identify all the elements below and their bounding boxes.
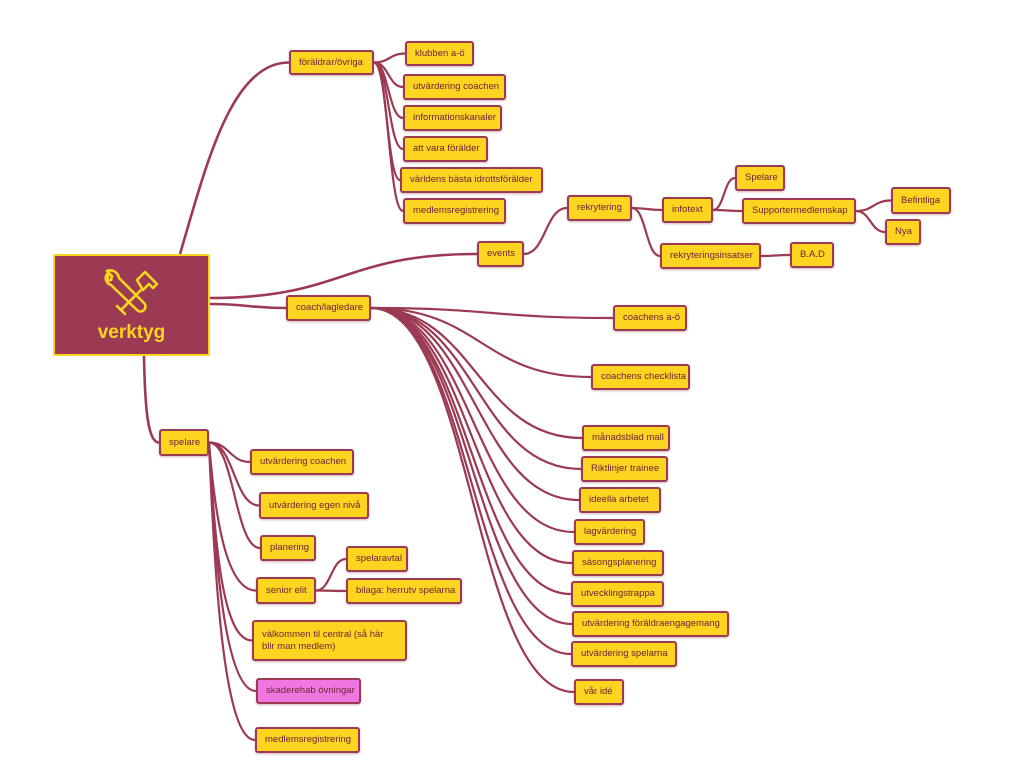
node-utvecklingstrappa[interactable]: utvecklingstrappa — [571, 581, 664, 607]
node-infotext[interactable]: infotext — [662, 197, 713, 223]
edge-foraldrar-klubben — [372, 52, 407, 64]
node-planering[interactable]: planering — [260, 535, 316, 561]
node-att-vara-foralder[interactable]: att vara förälder — [403, 136, 488, 162]
node-medlemsregistrering-foraldrar[interactable]: medlemsregistrering — [403, 198, 506, 224]
node-spelaravtal[interactable]: spelaravtal — [346, 546, 408, 572]
edge-root-events — [208, 252, 479, 300]
tools-icon — [104, 269, 158, 316]
node-utvardering-coachen-spelare[interactable]: utvärdering coachen — [250, 449, 354, 475]
node-coachens-a-o[interactable]: coachens a-ö — [613, 305, 687, 331]
edge-foraldrar-medlemsreg_f — [372, 61, 405, 213]
edge-coach-lagvardering — [369, 306, 576, 534]
edge-supporter-nya — [854, 209, 887, 234]
edge-infotext-spelare — [711, 176, 737, 212]
node-sasongsplanering[interactable]: säsongsplanering — [572, 550, 664, 576]
edge-coach-manadsblad — [369, 306, 584, 440]
edge-coach-ideella — [369, 306, 581, 502]
node-utvardering-coachen-foraldrar[interactable]: utvärdering coachen — [403, 74, 506, 100]
edge-coach-utv_foraldra — [369, 306, 574, 626]
node-utvardering-foraldraengagemang[interactable]: utvärdering föräldraengagemang — [572, 611, 729, 637]
edge-insatser-bad — [759, 253, 792, 258]
node-nya[interactable]: Nya — [885, 219, 921, 245]
edge-coach-var_ide — [369, 306, 576, 694]
node-ideella-arbetet[interactable]: ideella arbetet — [579, 487, 661, 513]
edge-supporter-befintliga — [854, 199, 893, 213]
edge-root-coach — [208, 302, 288, 310]
edge-coach-riktlinjer — [369, 306, 583, 471]
edge-root-spelare — [142, 355, 160, 444]
edge-coach-checklista — [369, 306, 593, 379]
node-utvardering-egen-niva[interactable]: utvärdering egen nivå — [259, 492, 369, 519]
node-klubben-a-o[interactable]: klubben a-ö — [405, 41, 474, 66]
edge-root-foraldrar — [178, 61, 290, 255]
node-b-a-d[interactable]: B.A.D — [790, 242, 834, 268]
node-spelare-rekrytering[interactable]: Spelare — [735, 165, 785, 191]
node-rekrytering[interactable]: rekrytering — [567, 195, 632, 221]
edge-infotext-supporter — [711, 208, 744, 213]
node-riktlinjer-trainee[interactable]: Riktlinjer trainee — [581, 456, 668, 482]
edge-rekrytering-insatser — [630, 206, 662, 258]
node-manadsblad-mall[interactable]: månadsblad mall — [582, 425, 670, 451]
node-spelare[interactable]: spelare — [159, 429, 209, 456]
node-var-ide[interactable]: vår idé — [574, 679, 624, 705]
node-bilaga-herrutv-spelarna[interactable]: bilaga: herrutv spelarna — [346, 578, 462, 604]
node-varldens-basta-idrottsforalder[interactable]: världens bästa idrottsförälder — [400, 167, 543, 193]
node-coachens-checklista[interactable]: coachens checklista — [591, 364, 690, 390]
node-foraldrar-ovriga[interactable]: föräldrar/övriga — [289, 50, 374, 75]
node-informationskanaler[interactable]: informationskanaler — [403, 105, 502, 131]
node-senior-elit[interactable]: senior elit — [256, 577, 316, 604]
node-befintliga[interactable]: Befintliga — [891, 187, 951, 214]
root-title: verktyg — [97, 322, 166, 343]
node-utvardering-spelarna[interactable]: utvärdering spelarna — [571, 641, 677, 667]
edge-senior-spelaravtal — [314, 557, 348, 592]
node-medlemsregistrering-spelare[interactable]: medlemsregistrering — [255, 727, 360, 753]
edge-senior-bilaga — [314, 589, 348, 593]
node-lagvardering[interactable]: lagvärdering — [574, 519, 645, 545]
edge-coach-coachens_ao — [369, 306, 615, 320]
edge-spelare-planering — [207, 441, 262, 550]
root-node-verktyg[interactable]: verktyg — [53, 254, 210, 356]
edge-events-rekrytering — [522, 206, 569, 256]
edge-coach-sasong — [369, 306, 574, 565]
node-skaderehab-ovningar[interactable]: skaderehab övningar — [256, 678, 361, 704]
node-valkommen-til-central[interactable]: välkommen til central (så här blir man m… — [252, 620, 407, 661]
node-coach-lagledare[interactable]: coach/lagledare — [286, 295, 371, 321]
node-events[interactable]: events — [477, 241, 524, 267]
edge-spelare-medlemsreg_s — [207, 441, 257, 742]
node-supportermedlemskap[interactable]: Supportermedlemskap — [742, 198, 856, 224]
node-rekryteringsinsatser[interactable]: rekryteringsinsatser — [660, 243, 761, 269]
